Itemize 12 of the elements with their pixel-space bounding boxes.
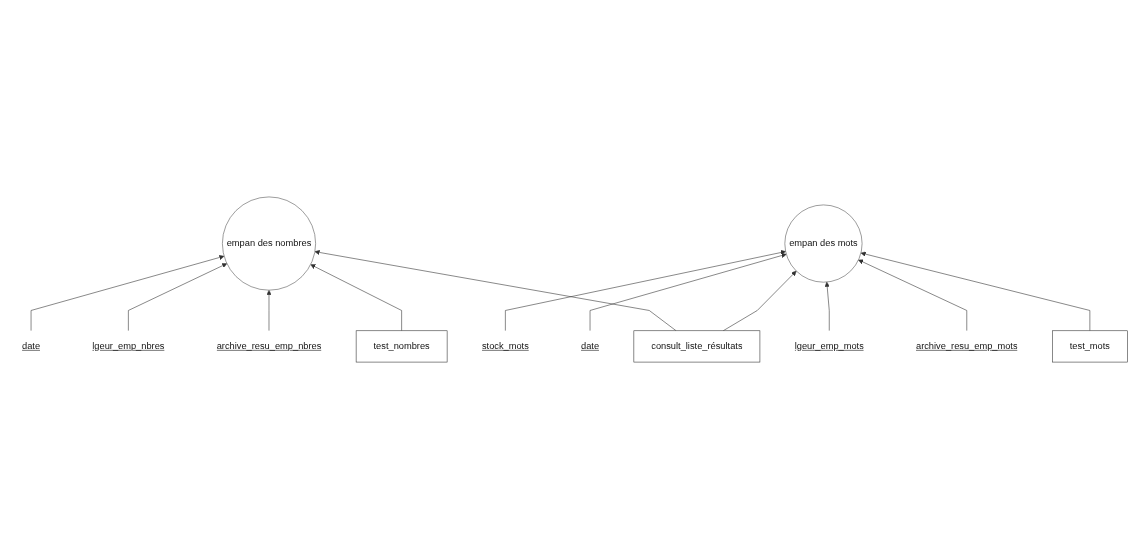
node-text: date (581, 341, 600, 352)
node-text: date (22, 341, 41, 352)
node-box: consult_liste_résultats (633, 330, 761, 363)
node-text: lgeur_emp_mots (794, 341, 864, 352)
node-box: test_nombres (355, 330, 448, 363)
node-text: lgeur_emp_nbres (92, 341, 165, 352)
node-box: test_mots (1052, 330, 1128, 363)
node-circle: empan des mots (784, 204, 863, 283)
node-text: stock_mots (481, 341, 529, 352)
node-text: archive_resu_emp_nbres (216, 341, 322, 352)
node-circle: empan des nombres (222, 196, 316, 291)
node-text: archive_resu_emp_mots (915, 341, 1018, 352)
